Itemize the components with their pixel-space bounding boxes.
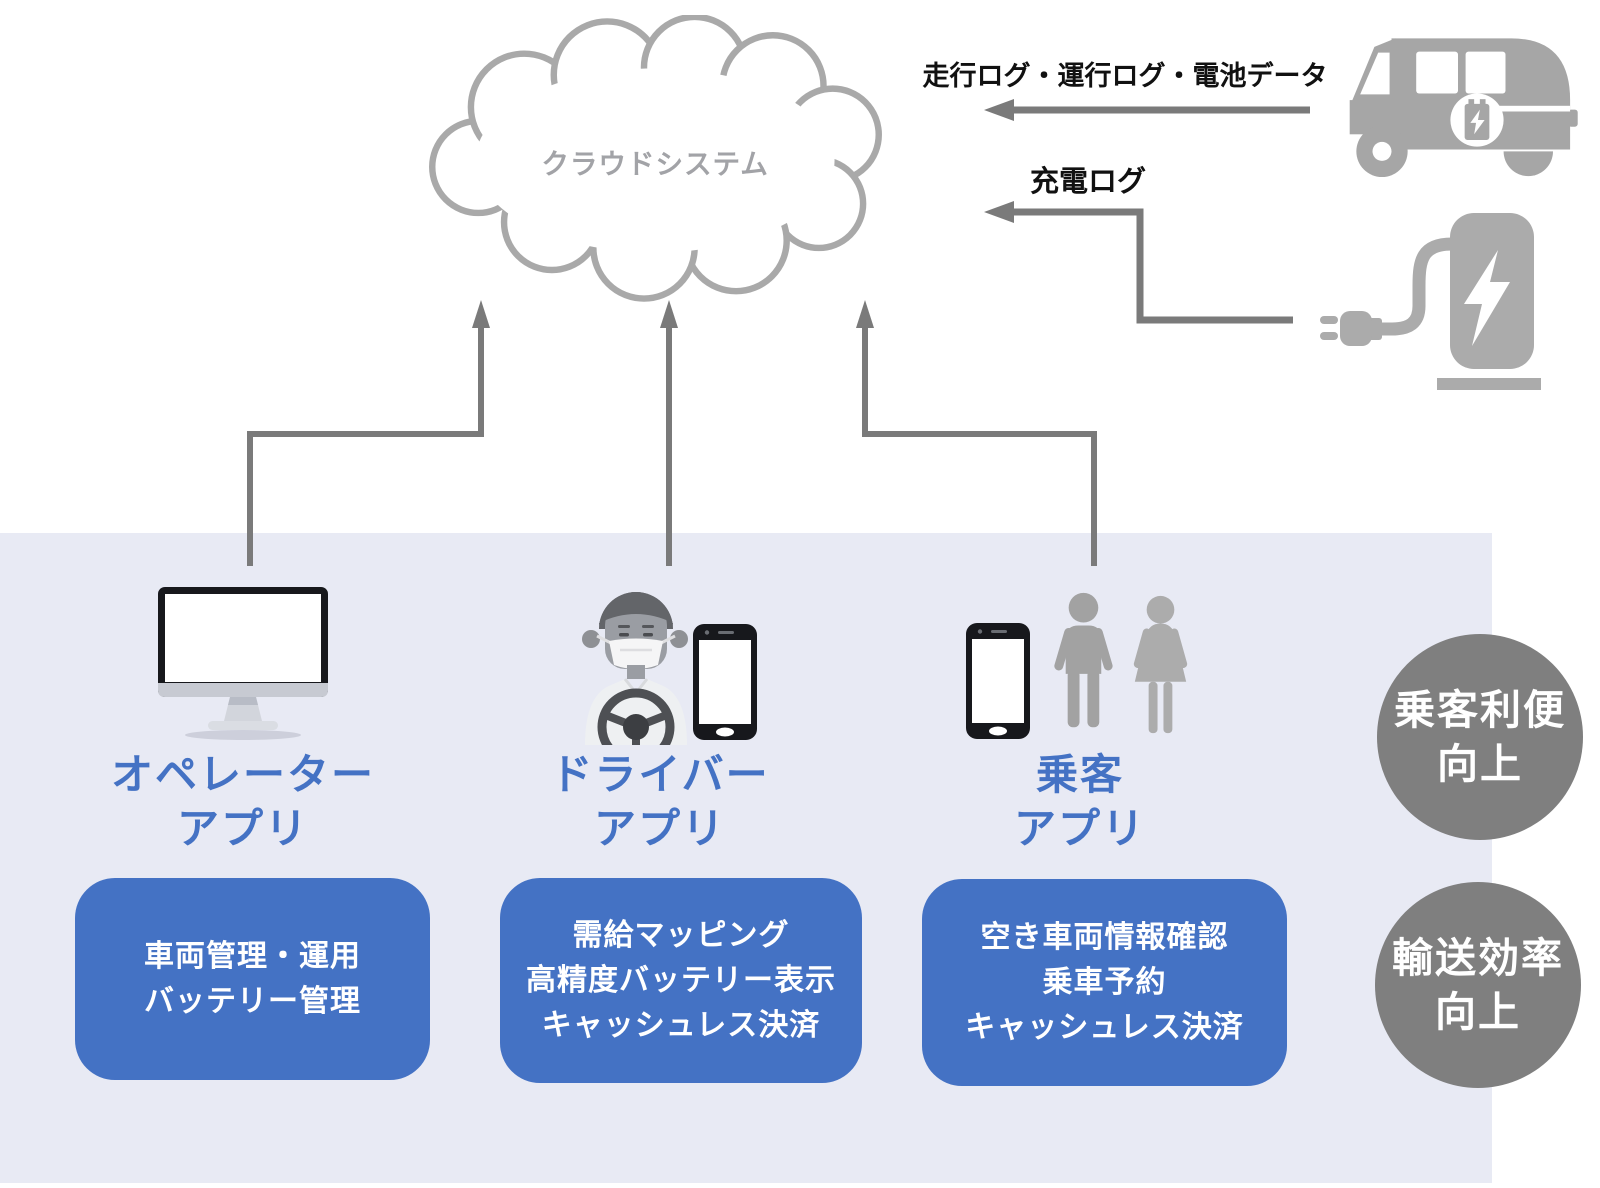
app-title-passenger-line1: 乗客 [1035, 751, 1124, 798]
feature-line: 需給マッピング [572, 919, 790, 952]
feature-box-driver: 需給マッピング 高精度バッテリー表示 キャッシュレス決済 [500, 878, 862, 1083]
benefit-line2: 向上 [1437, 741, 1523, 787]
app-title-operator: オペレーター アプリ [73, 748, 413, 856]
benefit-circle-passenger-convenience: 乗客利便 向上 [1377, 634, 1583, 840]
app-title-operator-line1: オペレーター [110, 751, 375, 798]
charging-station-icon [1320, 213, 1541, 390]
feature-line: キャッシュレス決済 [965, 1011, 1244, 1044]
ev-tuktuk-icon [1349, 38, 1578, 178]
flow-label-charging-log: 充電ログ [1029, 166, 1146, 198]
charger-cable [1378, 237, 1453, 336]
app-title-passenger: 乗客 アプリ [930, 748, 1230, 856]
arrow-passenger-to-cloud [856, 300, 1097, 566]
lightning-icon [1464, 250, 1510, 346]
cloud-label: クラウドシステム [541, 148, 768, 179]
feature-line: 車両管理・運用 [144, 940, 361, 973]
feature-line: キャッシュレス決済 [541, 1009, 821, 1042]
feature-box-passenger: 空き車両情報確認 乗車予約 キャッシュレス決済 [922, 879, 1287, 1086]
feature-line: 高精度バッテリー表示 [526, 964, 836, 997]
app-title-driver-line1: ドライバー [550, 751, 770, 798]
driver-smartphone-icon [693, 624, 757, 740]
arrow-vehicle-to-cloud [984, 99, 1310, 121]
app-title-driver-line2: アプリ [593, 804, 726, 852]
driver-avatar-icon [582, 592, 688, 745]
app-title-operator-line2: アプリ [176, 804, 309, 852]
cloud-icon: クラウドシステム [429, 15, 882, 302]
woman-icon [1133, 595, 1188, 734]
benefit-circle-transport-efficiency: 輸送効率 向上 [1375, 882, 1581, 1088]
arrow-driver-to-cloud [660, 300, 678, 566]
flow-label-vehicle-data: 走行ログ・運行ログ・電池データ [922, 61, 1328, 91]
passenger-smartphone-icon [966, 623, 1030, 739]
monitor-icon [158, 587, 328, 740]
feature-line: バッテリー管理 [144, 985, 361, 1018]
app-title-driver: ドライバー アプリ [510, 748, 810, 856]
face-mask-icon [596, 634, 676, 669]
arrow-charger-to-cloud [984, 201, 1293, 324]
app-title-passenger-line2: アプリ [1013, 804, 1146, 852]
passengers-icon [1054, 592, 1188, 734]
benefit-line2: 向上 [1435, 989, 1521, 1035]
plug-icon [1320, 311, 1382, 346]
feature-line: 空き車両情報確認 [980, 921, 1229, 954]
ev-battery-badge-icon [1450, 93, 1504, 147]
benefit-line1: 乗客利便 [1394, 686, 1566, 733]
benefit-line1: 輸送効率 [1392, 934, 1564, 981]
man-icon [1054, 592, 1113, 728]
steering-wheel-icon [597, 688, 675, 745]
arrow-operator-to-cloud [247, 300, 490, 566]
feature-line: 乗車予約 [1042, 966, 1167, 999]
feature-box-operator: 車両管理・運用 バッテリー管理 [75, 878, 430, 1080]
